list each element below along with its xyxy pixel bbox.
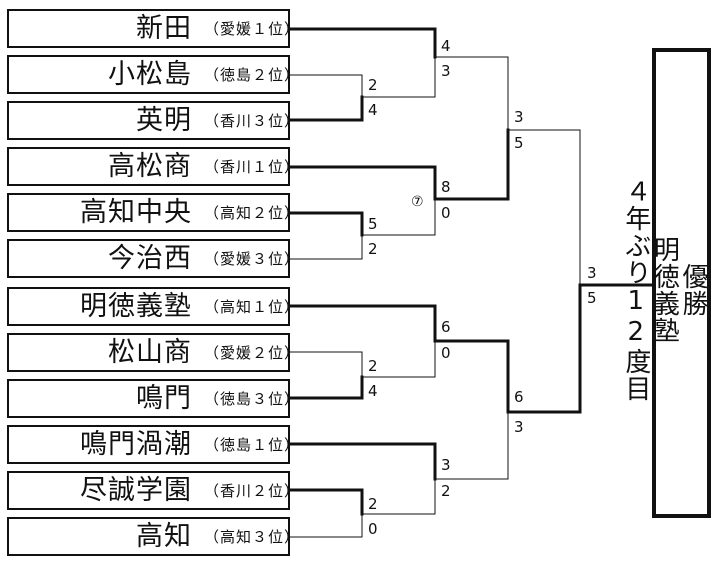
score: 5 [514, 134, 524, 152]
score: 6 [514, 388, 524, 406]
score: 5 [587, 289, 597, 307]
score: 8 [441, 178, 451, 196]
team-row: 松山商 （愛媛２位） [7, 333, 301, 372]
team-row: 高知 （高知３位） [7, 517, 301, 556]
team-seed: （徳島３位） [204, 390, 301, 408]
score: 4 [441, 37, 451, 55]
score: 2 [368, 240, 378, 258]
team-row: 新田 （愛媛１位） [7, 9, 301, 48]
score: 4 [368, 382, 378, 400]
champion-team: 明徳義塾 [649, 236, 680, 344]
team-name: 鳴門渦潮 [80, 429, 192, 460]
team-seed: （愛媛１位） [204, 20, 301, 38]
score: 2 [441, 482, 451, 500]
bracket-line [289, 234, 363, 260]
team-name: 松山商 [108, 337, 192, 368]
bracket-line [289, 351, 363, 378]
bracket-line [288, 442, 437, 481]
score: 0 [441, 344, 451, 362]
bracket-line [288, 488, 364, 516]
team-row: 鳴門 （徳島３位） [7, 379, 301, 418]
score: 3 [514, 418, 524, 436]
bracket-line [288, 165, 437, 201]
team-name: 高松商 [108, 151, 192, 182]
bracket-line [289, 513, 363, 538]
team-row: 明徳義塾 （高知１位） [7, 287, 301, 326]
team-name: 今治西 [108, 243, 192, 274]
team-seed: （高知３位） [204, 528, 301, 546]
team-row: 高知中央 （高知２位） [7, 193, 301, 232]
bracket-line [434, 56, 509, 131]
champion-label: 優勝 [678, 263, 708, 317]
score: 5 [368, 215, 378, 233]
bracket-line [288, 304, 437, 343]
score: 3 [514, 108, 524, 126]
team-seed: （徳島２位） [204, 66, 301, 84]
team-seed: （高知１位） [204, 298, 301, 316]
score: 4 [368, 101, 378, 119]
team-seed: （愛媛２位） [204, 344, 301, 362]
bracket-line [433, 128, 510, 201]
team-row: 尽誠学園 （香川２位） [7, 471, 301, 510]
bracket-line [361, 340, 436, 378]
score: 2 [368, 357, 378, 375]
score: 2 [368, 495, 378, 513]
team-seed: （徳島１位） [204, 436, 301, 454]
team-name: 英明 [136, 105, 192, 136]
team-seed: （香川２位） [204, 482, 301, 500]
bracket-line [288, 375, 364, 400]
champion-note: ４年ぶり12度目 [620, 178, 651, 402]
score: 2 [368, 76, 378, 94]
called-game-mark: ⑦ [411, 194, 424, 210]
team-name: 新田 [136, 13, 192, 44]
bracket-line [288, 95, 364, 122]
team-name: 高知中央 [80, 197, 192, 228]
team-name: 明徳義塾 [80, 291, 192, 322]
score: 0 [441, 204, 451, 222]
bracket-line [361, 478, 436, 515]
score: 6 [441, 318, 451, 336]
team-seed: （香川３位） [204, 112, 301, 130]
bracket-line [289, 74, 363, 98]
team-name: 尽誠学園 [80, 475, 192, 506]
bracket-line [288, 211, 364, 237]
bracket-line [506, 283, 582, 414]
score: 3 [441, 456, 451, 474]
team-name: 鳴門 [136, 383, 192, 414]
team-seed: （香川１位） [204, 158, 301, 176]
bracket-line [433, 339, 510, 414]
bracket-line [507, 129, 581, 286]
score: 3 [587, 264, 597, 282]
bracket-line [434, 411, 509, 480]
bracket-line [361, 56, 436, 98]
team-row: 小松島 （徳島２位） [7, 55, 301, 94]
bracket-line [288, 27, 437, 59]
score: 3 [441, 62, 451, 80]
team-name: 高知 [136, 521, 192, 552]
team-seed: （愛媛３位） [204, 250, 301, 268]
score: 0 [368, 520, 378, 538]
team-row: 英明 （香川３位） [7, 101, 301, 140]
bracket-line [361, 198, 436, 236]
team-row: 鳴門渦潮 （徳島１位） [7, 425, 301, 464]
team-row: 今治西 （愛媛３位） [7, 239, 301, 278]
team-name: 小松島 [108, 59, 192, 90]
team-seed: （高知２位） [204, 204, 301, 222]
